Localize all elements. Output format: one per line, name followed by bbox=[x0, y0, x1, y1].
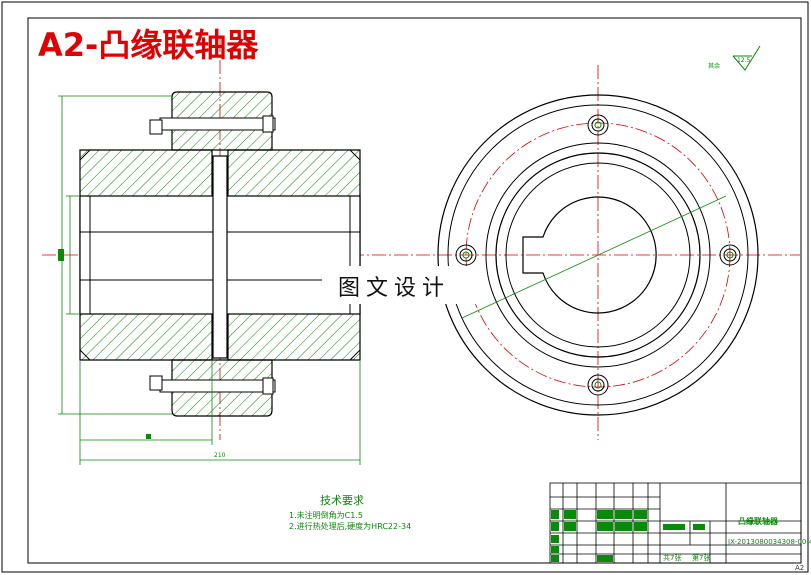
svg-text:2.进行热处理后,硬度为HRC22-34: 2.进行热处理后,硬度为HRC22-34 bbox=[289, 521, 411, 531]
overall-length-dimension: 210 bbox=[214, 452, 226, 459]
bolt-hole-left bbox=[455, 244, 477, 266]
roughness-symbol: 其余 12.5 bbox=[708, 45, 761, 71]
svg-text:其余: 其余 bbox=[708, 62, 720, 70]
svg-text:1.未注明倒角为C1.5: 1.未注明倒角为C1.5 bbox=[289, 510, 363, 520]
end-view bbox=[437, 65, 759, 440]
part-name: 凸缘联轴器 bbox=[738, 516, 779, 526]
technical-requirements: 技术要求 1.未注明倒角为C1.5 2.进行热处理后,硬度为HRC22-34 bbox=[289, 494, 411, 531]
inner-frame bbox=[27, 17, 802, 564]
title-block bbox=[549, 482, 802, 564]
sheet-index: 第7张 bbox=[692, 553, 710, 562]
top-bolt bbox=[149, 115, 276, 135]
bottom-bolt bbox=[149, 375, 276, 395]
bolt-hole-bottom bbox=[587, 374, 609, 396]
bore-with-keyway bbox=[522, 196, 657, 314]
drawing-title: A2-凸缘联轴器 bbox=[38, 26, 259, 64]
sheet-size-label: A2 bbox=[795, 564, 804, 572]
centering-spigot bbox=[212, 155, 228, 359]
hub-outline bbox=[495, 152, 701, 358]
bolt-hole-top bbox=[587, 114, 609, 136]
outer-rim bbox=[437, 94, 759, 416]
sheet-total: 共7张 bbox=[663, 553, 681, 562]
svg-text:12.5: 12.5 bbox=[737, 57, 751, 64]
dimension-lines bbox=[58, 95, 361, 465]
bolt-circle bbox=[465, 122, 731, 388]
drawing-number: JX-2013080034308-00-43 bbox=[727, 538, 811, 546]
diameter-dimension-line bbox=[461, 195, 727, 319]
watermark-band bbox=[322, 266, 482, 304]
section-view: 210 bbox=[42, 38, 800, 465]
watermark-text: 图文设计 bbox=[338, 276, 450, 301]
bolt-hole-right bbox=[719, 244, 741, 266]
svg-text:技术要求: 技术要求 bbox=[320, 494, 364, 507]
